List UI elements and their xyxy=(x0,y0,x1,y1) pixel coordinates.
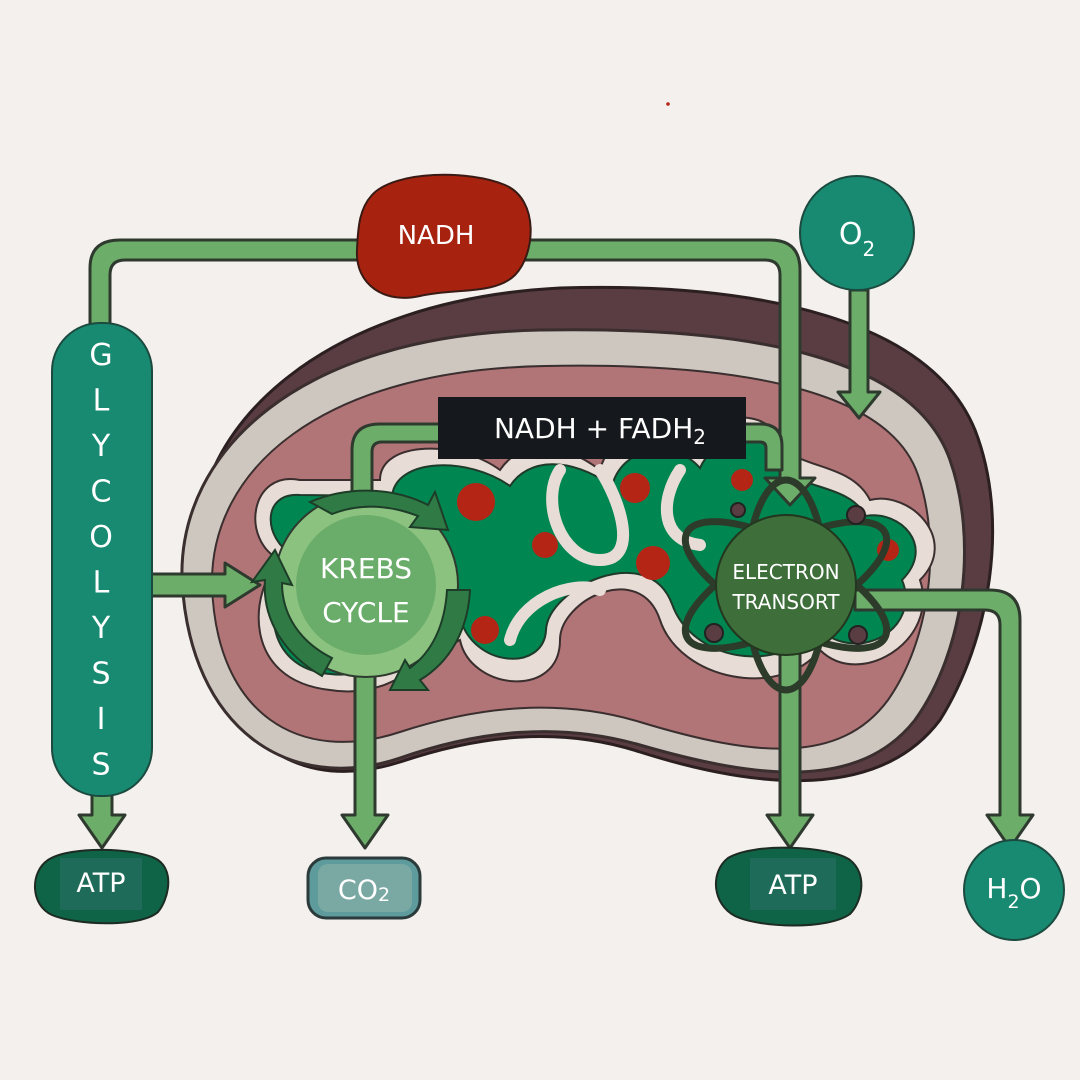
granule xyxy=(636,546,670,580)
water-circle xyxy=(963,839,1065,941)
co2-label: CO2 xyxy=(338,875,390,906)
water-label: H2O xyxy=(986,872,1041,913)
electron-transport-node: ELECTRON TRANSORT xyxy=(681,476,891,694)
glycolysis-to-krebs-arrow xyxy=(148,561,262,609)
atp-right-node: ATP xyxy=(714,846,863,927)
krebs-circle xyxy=(296,515,436,655)
electron-dot xyxy=(704,623,724,643)
atp-left-node: ATP xyxy=(34,848,170,925)
granule xyxy=(620,473,650,503)
nadh-fadh2-node: NADH + FADH2 xyxy=(438,397,746,459)
krebs-cycle-arrow-right xyxy=(388,589,472,691)
krebs-label-line2: CYCLE xyxy=(322,596,409,629)
co2-inner xyxy=(318,864,412,912)
etc-water-pipe xyxy=(853,588,1035,850)
krebs-cycle-arrow-top xyxy=(307,489,450,532)
nadh-blob xyxy=(355,173,532,299)
atp-right-label: ATP xyxy=(768,870,817,901)
glycolysis-pill xyxy=(51,322,153,797)
electron-dot xyxy=(730,502,746,518)
krebs-co2-arrow xyxy=(340,663,390,850)
oxygen-node: O2 xyxy=(799,175,915,291)
atp-right-panel xyxy=(750,858,836,910)
oxygen-arrow xyxy=(836,288,882,420)
crista-fold-1 xyxy=(546,464,630,567)
granule xyxy=(457,483,495,521)
nadh-node: NADH xyxy=(355,173,532,299)
krebs-cycle-arrow-left xyxy=(249,548,334,678)
granule xyxy=(471,616,499,644)
crista-fold-3 xyxy=(504,581,606,646)
granule xyxy=(731,469,753,491)
krebs-cycle-node: KREBS CYCLE xyxy=(249,489,472,691)
nadh-fadh2-box xyxy=(438,397,746,459)
oxygen-label: O2 xyxy=(839,217,875,261)
nadh-label: NADH xyxy=(398,221,475,251)
atp-left-panel xyxy=(60,858,142,910)
electron-label-line2: TRANSORT xyxy=(731,590,840,614)
etc-atp-arrow xyxy=(765,643,815,850)
oxygen-circle xyxy=(799,175,915,291)
speck xyxy=(666,102,670,106)
electron-label-line1: ELECTRON xyxy=(732,560,839,584)
electron-dot xyxy=(848,625,868,645)
atp-left-label: ATP xyxy=(76,868,125,899)
electron-dot xyxy=(846,505,866,525)
nadh-transfer-pipe xyxy=(88,238,817,507)
granule xyxy=(532,532,558,558)
water-node: H2O xyxy=(963,839,1065,941)
krebs-label-line1: KREBS xyxy=(320,552,412,585)
nadh-fadh2-label: NADH + FADH2 xyxy=(494,412,706,449)
glycolysis-atp-arrow xyxy=(77,788,127,850)
electron-transport-circle xyxy=(715,514,857,656)
co2-node: CO2 xyxy=(306,856,422,920)
